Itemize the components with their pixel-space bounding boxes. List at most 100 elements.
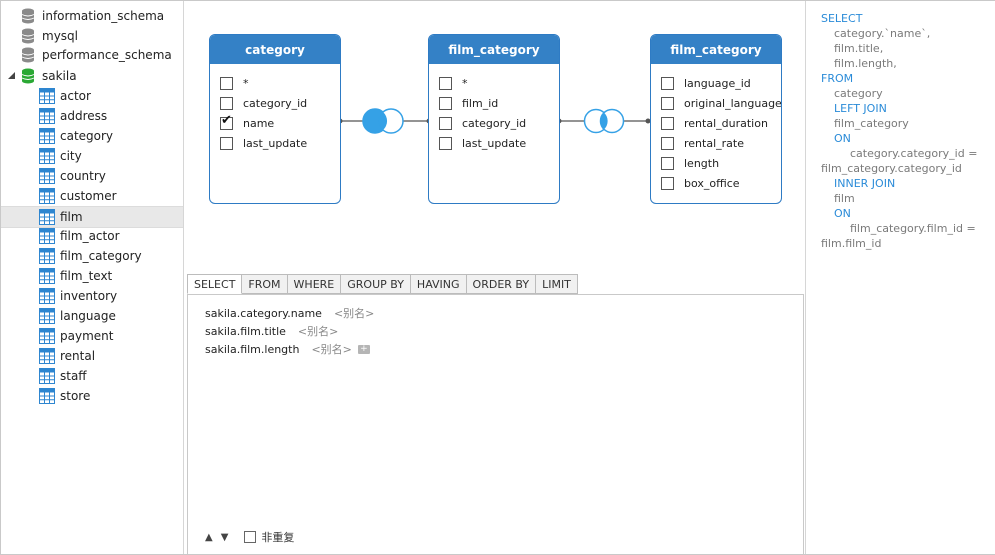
field-row[interactable]: box_office [661, 175, 740, 191]
tree-db-mysql[interactable]: mysql [1, 26, 183, 46]
field-row[interactable]: * [439, 75, 468, 91]
field-checkbox[interactable] [220, 136, 233, 150]
join-diagram-canvas[interactable]: category * category_id ✔name last_update fi… [184, 1, 804, 271]
field-checkbox[interactable] [439, 76, 452, 90]
tree-table-category[interactable]: category [1, 126, 183, 146]
tree-table-label: film_actor [60, 229, 120, 243]
arrow-down-icon[interactable]: ▼ [220, 531, 229, 543]
inner-join-icon[interactable] [583, 108, 625, 134]
sql-text: film_category [834, 117, 909, 130]
field-checkbox[interactable] [661, 156, 674, 170]
sql-keyword: ON [834, 132, 851, 145]
table-card-title[interactable]: film_category [429, 35, 559, 64]
tree-table-film[interactable]: film [1, 206, 183, 228]
field-row[interactable]: * [220, 75, 249, 91]
tab-limit[interactable]: LIMIT [536, 274, 578, 294]
tree-db-performance-schema[interactable]: performance_schema [1, 45, 183, 65]
tree-table-staff[interactable]: staff [1, 366, 183, 386]
field-checkbox[interactable] [439, 96, 452, 110]
alias-placeholder[interactable]: <别名> [311, 343, 352, 356]
field-row[interactable]: category_id [220, 95, 307, 111]
field-checkbox[interactable] [661, 76, 674, 90]
field-row[interactable]: length [661, 155, 719, 171]
table-card-category[interactable]: category * category_id ✔name last_update [209, 34, 341, 204]
select-column-name[interactable]: sakila.film.length [205, 342, 300, 356]
tree-table-address[interactable]: address [1, 106, 183, 126]
tree-table-film-actor[interactable]: film_actor [1, 226, 183, 246]
tree-db-label: information_schema [42, 9, 165, 23]
field-checkbox[interactable] [439, 116, 452, 130]
tree-table-film-text[interactable]: film_text [1, 266, 183, 286]
tree-table-store[interactable]: store [1, 386, 183, 406]
field-checkbox[interactable] [439, 136, 452, 150]
tree-table-customer[interactable]: customer [1, 186, 183, 206]
field-checkbox[interactable]: ✔ [220, 113, 233, 130]
field-row[interactable]: ✔name [220, 113, 274, 131]
tree-table-actor[interactable]: actor [1, 86, 183, 106]
field-checkbox[interactable] [661, 176, 674, 190]
distinct-checkbox[interactable] [244, 531, 257, 543]
tree-table-label: country [60, 169, 106, 183]
tab-select[interactable]: SELECT [187, 274, 243, 294]
field-row[interactable]: category_id [439, 115, 526, 131]
database-icon [21, 28, 35, 44]
distinct-label: 非重复 [261, 531, 295, 544]
table-card-film-category[interactable]: film_category * film_id category_id last_up… [428, 34, 560, 204]
field-checkbox[interactable] [220, 96, 233, 110]
field-row[interactable]: last_update [220, 135, 307, 151]
field-checkbox[interactable] [661, 96, 674, 110]
expanded-triangle-icon[interactable] [7, 71, 16, 80]
tree-table-country[interactable]: country [1, 166, 183, 186]
field-row[interactable]: language_id [661, 75, 751, 91]
sql-keyword: LEFT JOIN [834, 102, 887, 115]
tab-from[interactable]: FROM [242, 274, 288, 294]
select-clause-editor[interactable]: sakila.category.name<别名>sakila.film.titl… [187, 294, 804, 555]
tree-table-label: film_text [60, 269, 113, 283]
tab-group-by[interactable]: GROUP BY [341, 274, 411, 294]
tree-table-rental[interactable]: rental [1, 346, 183, 366]
select-column-row[interactable]: sakila.film.length <别名> + [205, 341, 370, 357]
tree-table-label: actor [60, 89, 91, 103]
editor-footer: ▲ ▼ 非重复 [205, 529, 294, 545]
database-tree[interactable]: information_schema mysql performance_sch… [1, 1, 184, 554]
field-name: language_id [684, 76, 751, 90]
add-column-icon[interactable]: + [357, 344, 370, 354]
field-row[interactable]: film_id [439, 95, 498, 111]
tab-order-by[interactable]: ORDER BY [466, 274, 537, 294]
alias-placeholder[interactable]: <别名> [297, 325, 339, 338]
tree-table-film-category[interactable]: film_category [1, 246, 183, 266]
sql-text: category.category_id = [850, 147, 978, 160]
tree-db-information-schema[interactable]: information_schema [1, 6, 183, 26]
tree-table-city[interactable]: city [1, 146, 183, 166]
tab-where[interactable]: WHERE [287, 274, 342, 294]
table-card-title[interactable]: film_category [651, 35, 781, 64]
alias-placeholder[interactable]: <别名> [333, 307, 375, 320]
field-checkbox[interactable] [661, 136, 674, 150]
database-icon [21, 68, 35, 84]
tree-table-label: category [60, 129, 114, 143]
tree-table-payment[interactable]: payment [1, 326, 183, 346]
tree-table-language[interactable]: language [1, 306, 183, 326]
select-column-name[interactable]: sakila.film.title [205, 324, 286, 338]
field-checkbox[interactable] [661, 116, 674, 130]
tree-table-label: payment [60, 329, 114, 343]
tab-having[interactable]: HAVING [410, 274, 467, 294]
tree-table-inventory[interactable]: inventory [1, 286, 183, 306]
arrow-up-icon[interactable]: ▲ [205, 531, 213, 543]
left-join-icon[interactable] [362, 108, 404, 134]
field-row[interactable]: last_update [439, 135, 526, 151]
select-column-row[interactable]: sakila.category.name <别名> [205, 305, 374, 321]
field-row[interactable]: rental_duration [661, 115, 768, 131]
select-column-name[interactable]: sakila.category.name [205, 306, 322, 320]
table-icon [39, 228, 55, 244]
field-row[interactable]: original_language_id [661, 95, 781, 111]
table-icon [39, 308, 55, 324]
tree-db-sakila[interactable]: sakila [1, 66, 183, 86]
field-checkbox[interactable] [220, 76, 233, 90]
table-card-title[interactable]: category [210, 35, 340, 64]
select-column-row[interactable]: sakila.film.title <别名> [205, 323, 338, 339]
tree-table-label: staff [60, 369, 87, 383]
table-card-film[interactable]: film_category language_id original_langua… [650, 34, 782, 204]
field-row[interactable]: rental_rate [661, 135, 744, 151]
